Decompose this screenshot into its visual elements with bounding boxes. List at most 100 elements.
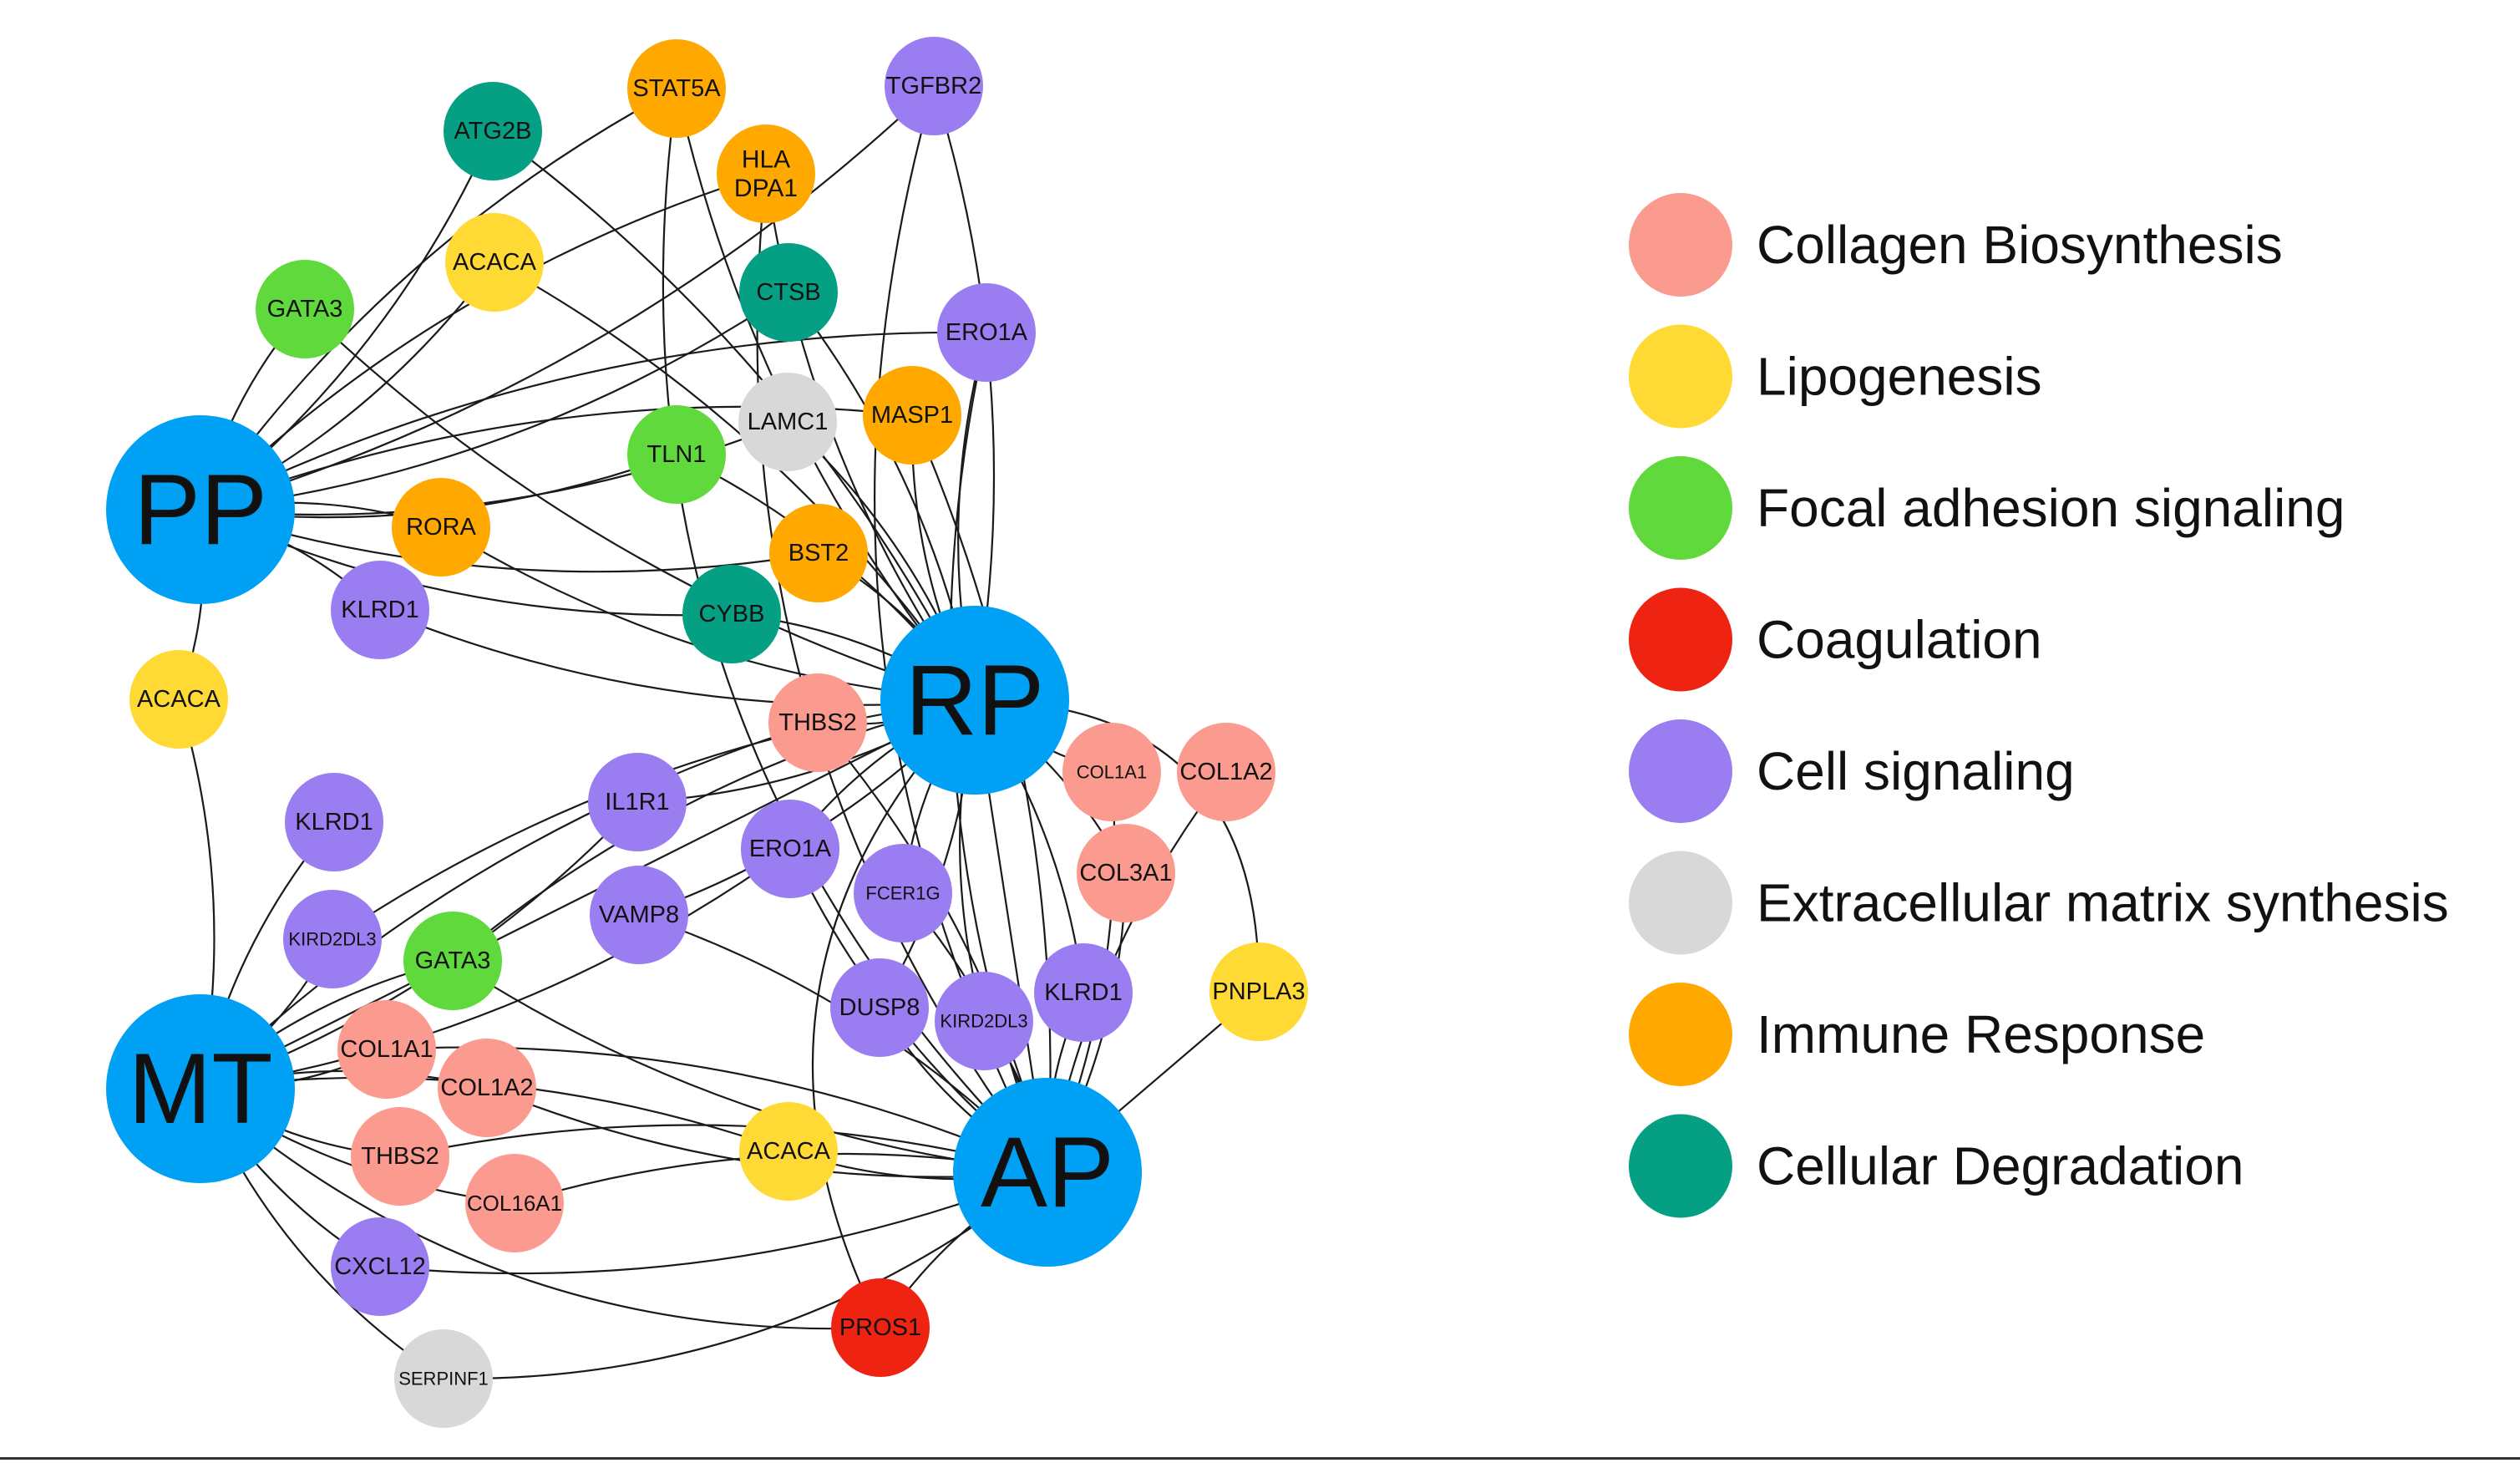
gene-node-serpinf1: SERPINF1 [394,1329,493,1428]
node-label: LAMC1 [748,409,829,435]
legend-swatch [1629,1114,1732,1218]
hub-node-pp: PP [106,415,295,604]
gene-node-il1r1: IL1R1 [588,753,687,851]
gene-node-col1a2_r: COL1A2 [1177,723,1275,821]
hub-node-ap: AP [953,1078,1142,1267]
gene-node-col1a1_r: COL1A1 [1062,723,1161,821]
node-circle [769,504,868,602]
node-circle [444,82,542,180]
node-circle [445,213,544,312]
gene-node-ero1a_t: ERO1A [937,283,1036,382]
node-label: BST2 [788,540,849,566]
edge-rp-pros1 [811,699,976,1328]
node-circle [331,1217,429,1316]
gene-node-thbs2_m: THBS2 [351,1107,449,1206]
node-label: KLRD1 [295,809,373,836]
node-circle [831,1278,930,1377]
node-label: ACACA [137,686,221,713]
legend-item-cellsig: Cell signaling [1629,719,2075,823]
gene-node-pnpla3: PNPLA3 [1209,942,1308,1041]
gene-node-stat5a: STAT5A [627,39,726,138]
node-circle [937,283,1036,382]
node-circle [1209,942,1308,1041]
node-label: RP [905,644,1045,756]
node-circle [627,405,726,504]
edge-pp-ero1a_t [200,331,987,511]
gene-node-bst2: BST2 [769,504,868,602]
legend-swatch [1629,456,1732,560]
legend-label: Extracellular matrix synthesis [1757,873,2449,933]
legend-label: Coagulation [1757,610,2042,670]
edge-rp-mt [200,699,976,1090]
node-circle [880,606,1069,795]
node-circle [739,243,838,342]
legend-label: Cell signaling [1757,741,2075,801]
node-circle [392,478,490,577]
node-circle [337,1000,436,1099]
legend-item-degradation: Cellular Degradation [1629,1114,2244,1218]
node-circle [283,890,382,988]
node-label: COL1A1 [340,1036,433,1063]
node-label: KIRD2DL3 [288,929,376,950]
node-circle [285,773,383,871]
gene-node-gata3_t: GATA3 [256,260,354,358]
node-circle [403,912,502,1010]
node-label: COL1A1 [1077,762,1147,783]
gene-node-atg2b: ATG2B [444,82,542,180]
legend-label: Cellular Degradation [1757,1136,2244,1196]
node-circle [351,1107,449,1206]
hub-node-rp: RP [880,606,1069,795]
legend-item-coagulation: Coagulation [1629,587,2042,692]
legend-label: Focal adhesion signaling [1757,478,2345,538]
node-label: STAT5A [632,75,721,102]
gene-node-acaca_l: ACACA [129,650,228,749]
gene-node-rora: RORA [392,478,490,577]
gene-node-kird2dl3_l: KIRD2DL3 [283,890,382,988]
node-label: SERPINF1 [398,1369,489,1389]
node-circle [953,1078,1142,1267]
gene-node-klrd1_ap: KLRD1 [1034,943,1133,1042]
edge-ap-cxcl12 [379,1171,1048,1275]
node-circle [935,972,1033,1070]
node-circle [588,753,687,851]
node-label: MASP1 [871,402,953,429]
node-circle [1077,824,1175,922]
node-circle [256,260,354,358]
node-label: KLRD1 [341,597,419,623]
gene-node-col16a1: COL16A1 [465,1154,564,1252]
gene-node-ero1a_m: ERO1A [741,800,839,898]
gene-node-ctsb: CTSB [739,243,838,342]
gene-node-lamc1: LAMC1 [738,373,837,471]
node-circle [627,39,726,138]
gene-node-vamp8: VAMP8 [590,866,688,964]
edge-ap-masp1 [910,414,1052,1173]
node-circle [465,1154,564,1252]
node-circle [129,650,228,749]
node-label: ATG2B [454,118,532,145]
node-label: COL3A1 [1079,860,1172,886]
node-label: GATA3 [267,296,343,323]
node-label: PROS1 [839,1314,921,1341]
edge-ap-stat5a [662,88,1048,1173]
node-label: HLA [742,145,790,173]
legend-item-focal: Focal adhesion signaling [1629,456,2345,560]
node-label: COL16A1 [467,1191,562,1216]
node-label: ERO1A [749,836,832,862]
edge-mt-pros1 [200,1088,881,1330]
gene-node-cybb: CYBB [682,565,781,663]
node-label: TGFBR2 [886,73,981,99]
legend-label: Lipogenesis [1757,347,2042,407]
node-circle [590,866,688,964]
legend-swatch [1629,851,1732,955]
legend-item-lipogenesis: Lipogenesis [1629,324,2042,429]
legend-item-ecm: Extracellular matrix synthesis [1629,851,2449,955]
node-label: KIRD2DL3 [940,1011,1027,1032]
node-circle [741,800,839,898]
node-label: PNPLA3 [1212,978,1305,1005]
node-circle [717,124,815,223]
node-label: CTSB [756,279,820,306]
